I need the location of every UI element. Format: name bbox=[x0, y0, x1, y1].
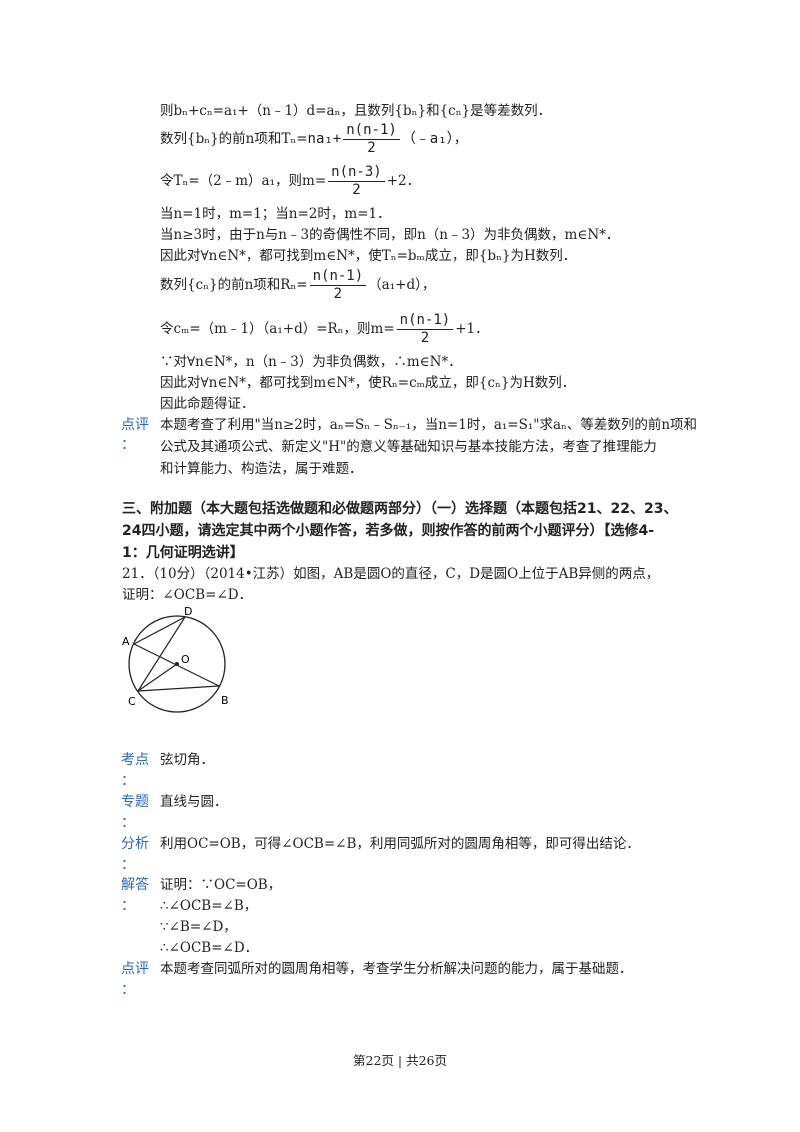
heading-line-3: 1：几何证明选讲】 bbox=[122, 545, 244, 561]
numerator: n(n-1) bbox=[343, 122, 400, 140]
solution-line-1: 则bₙ+cₙ=a₁+（n﹣1）d=aₙ，且数列{bₙ}和{cₙ}是等差数列． bbox=[160, 103, 552, 119]
fenxi-text: 利用OC=OB，可得∠OCB=∠B，利用同弧所对的圆周角相等，即可得出结论． bbox=[160, 836, 640, 852]
segment-co bbox=[137, 663, 178, 692]
zhuanti-text: 直线与圆． bbox=[160, 794, 228, 810]
solution-line-10: 因此对∀n∈N*，都可找到m∈N*，使Rₙ=cₘ成立，即{cₙ}为H数列． bbox=[160, 375, 576, 391]
comment-line-1: 本题考查了利用"当n≥2时，aₙ=Sₙ﹣Sₙ₋₁，当n=1时，a₁=S₁"求aₙ… bbox=[160, 417, 698, 433]
zhuanti-colon: ： bbox=[121, 815, 135, 831]
text: 数列{bₙ}的前n项和Tₙ= bbox=[160, 131, 308, 147]
text: m= bbox=[302, 173, 327, 189]
solution-line-6: 因此对∀n∈N*，都可找到m∈N*，使Tₙ=bₘ成立，即{bₙ}为H数列． bbox=[160, 248, 577, 264]
dianping-colon: ： bbox=[121, 982, 135, 998]
numerator: n(n-1) bbox=[309, 268, 367, 286]
problem-line-2: 证明：∠OCB=∠D． bbox=[122, 587, 253, 603]
label-d: D bbox=[184, 605, 192, 618]
fenxi-colon: ： bbox=[121, 857, 135, 873]
solution-line-5: 当n≥3时，由于n与n﹣3的奇偶性不同，即n（n﹣3）为非负偶数，m∈N*． bbox=[160, 227, 620, 243]
circle-figure: D A O C B bbox=[122, 605, 229, 713]
text: +2． bbox=[386, 173, 421, 189]
fraction: n(n-1)2 bbox=[396, 312, 454, 347]
label-c: C bbox=[128, 695, 136, 708]
dianping-label: 点评 bbox=[121, 961, 149, 977]
zhuanti-label: 专题 bbox=[121, 794, 149, 810]
fraction: n(n-1)2 bbox=[309, 268, 367, 303]
fraction: n(n-3)2 bbox=[328, 164, 385, 199]
problem-line-1: 21．（10分）（2014•江苏）如图，AB是圆O的直径，C，D是圆O上位于AB… bbox=[122, 566, 660, 582]
page-footer: 第22页 | 共26页 bbox=[353, 1053, 447, 1068]
denominator: 2 bbox=[420, 330, 430, 346]
jieda-line-1: 证明：∵OC=OB， bbox=[160, 877, 282, 893]
segment-ad bbox=[133, 616, 186, 645]
solution-line-7: 数列{cₙ}的前n项和Rₙ=n(n-1)2（a₁+d）， bbox=[160, 268, 435, 303]
section-heading: 三、附加题（本大题包括选做题和必做题两部分）（一）选择题（本题包括21、22、2… bbox=[122, 498, 682, 564]
text: +1． bbox=[455, 321, 489, 337]
text: （﹣a₁）， bbox=[401, 131, 468, 147]
kaodian-label: 考点 bbox=[121, 752, 149, 768]
numerator: n(n-3) bbox=[328, 164, 385, 182]
jieda-line-2: ∴∠OCB=∠B， bbox=[160, 898, 258, 914]
circle-o bbox=[128, 615, 226, 713]
denominator: 2 bbox=[367, 140, 376, 156]
solution-line-9: ∵对∀n∈N*，n（n﹣3）为非负偶数，∴m∈N*． bbox=[160, 354, 462, 370]
segment-cd bbox=[137, 616, 186, 692]
solution-line-4: 当n=1时，m=1；当n=2时，m=1． bbox=[160, 206, 391, 222]
comment-colon: ： bbox=[121, 437, 135, 453]
kaodian-text: 弦切角． bbox=[160, 752, 214, 768]
label-o: O bbox=[181, 653, 190, 666]
text: 令cₘ=（m﹣1）（a₁+d）=Rₙ，则m= bbox=[160, 321, 395, 337]
comment-line-2: 公式及其通项公式、新定义"H"的意义等基础知识与基本技能方法，考查了推理能力 bbox=[160, 439, 657, 455]
comment-label: 点评 bbox=[121, 417, 149, 433]
label-b: B bbox=[221, 694, 229, 707]
denominator: 2 bbox=[352, 182, 361, 198]
jieda-label: 解答 bbox=[121, 877, 149, 893]
numerator: n(n-1) bbox=[396, 312, 454, 330]
text: 令Tₙ=（2﹣m）a₁，则 bbox=[160, 173, 303, 189]
text: （a₁+d）， bbox=[368, 277, 436, 293]
text: 数列{cₙ}的前n项和Rₙ= bbox=[160, 277, 308, 293]
solution-line-2: 数列{bₙ}的前n项和Tₙ=na₁+n(n-1)2（﹣a₁）， bbox=[160, 122, 468, 157]
jieda-line-4: ∴∠OCB=∠D． bbox=[160, 940, 259, 956]
dianping-text: 本题考查同弧所对的圆周角相等，考查学生分析解决问题的能力，属于基础题． bbox=[160, 961, 633, 977]
segment-cb bbox=[137, 685, 220, 692]
solution-line-3: 令Tₙ=（2﹣m）a₁，则m=n(n-3)2+2． bbox=[160, 164, 420, 199]
fenxi-label: 分析 bbox=[121, 836, 149, 852]
center-point bbox=[175, 662, 179, 666]
solution-line-8: 令cₘ=（m﹣1）（a₁+d）=Rₙ，则m=n(n-1)2+1． bbox=[160, 312, 489, 347]
fraction: n(n-1)2 bbox=[343, 122, 400, 157]
kaodian-colon: ： bbox=[121, 773, 135, 789]
jieda-line-3: ∵∠B=∠D， bbox=[160, 919, 237, 935]
heading-line-1: 三、附加题（本大题包括选做题和必做题两部分）（一）选择题（本题包括21、22、2… bbox=[122, 501, 678, 517]
formula-term: na₁+ bbox=[307, 131, 342, 147]
solution-line-11: 因此命题得证． bbox=[160, 396, 255, 412]
denominator: 2 bbox=[333, 286, 343, 302]
jieda-colon: ： bbox=[121, 898, 135, 914]
heading-line-2: 24四小题，请选定其中两个小题作答，若多做，则按作答的前两个小题评分）【选修4- bbox=[122, 523, 655, 539]
comment-line-3: 和计算能力、构造法，属于难题． bbox=[160, 461, 363, 477]
label-a: A bbox=[122, 635, 130, 648]
